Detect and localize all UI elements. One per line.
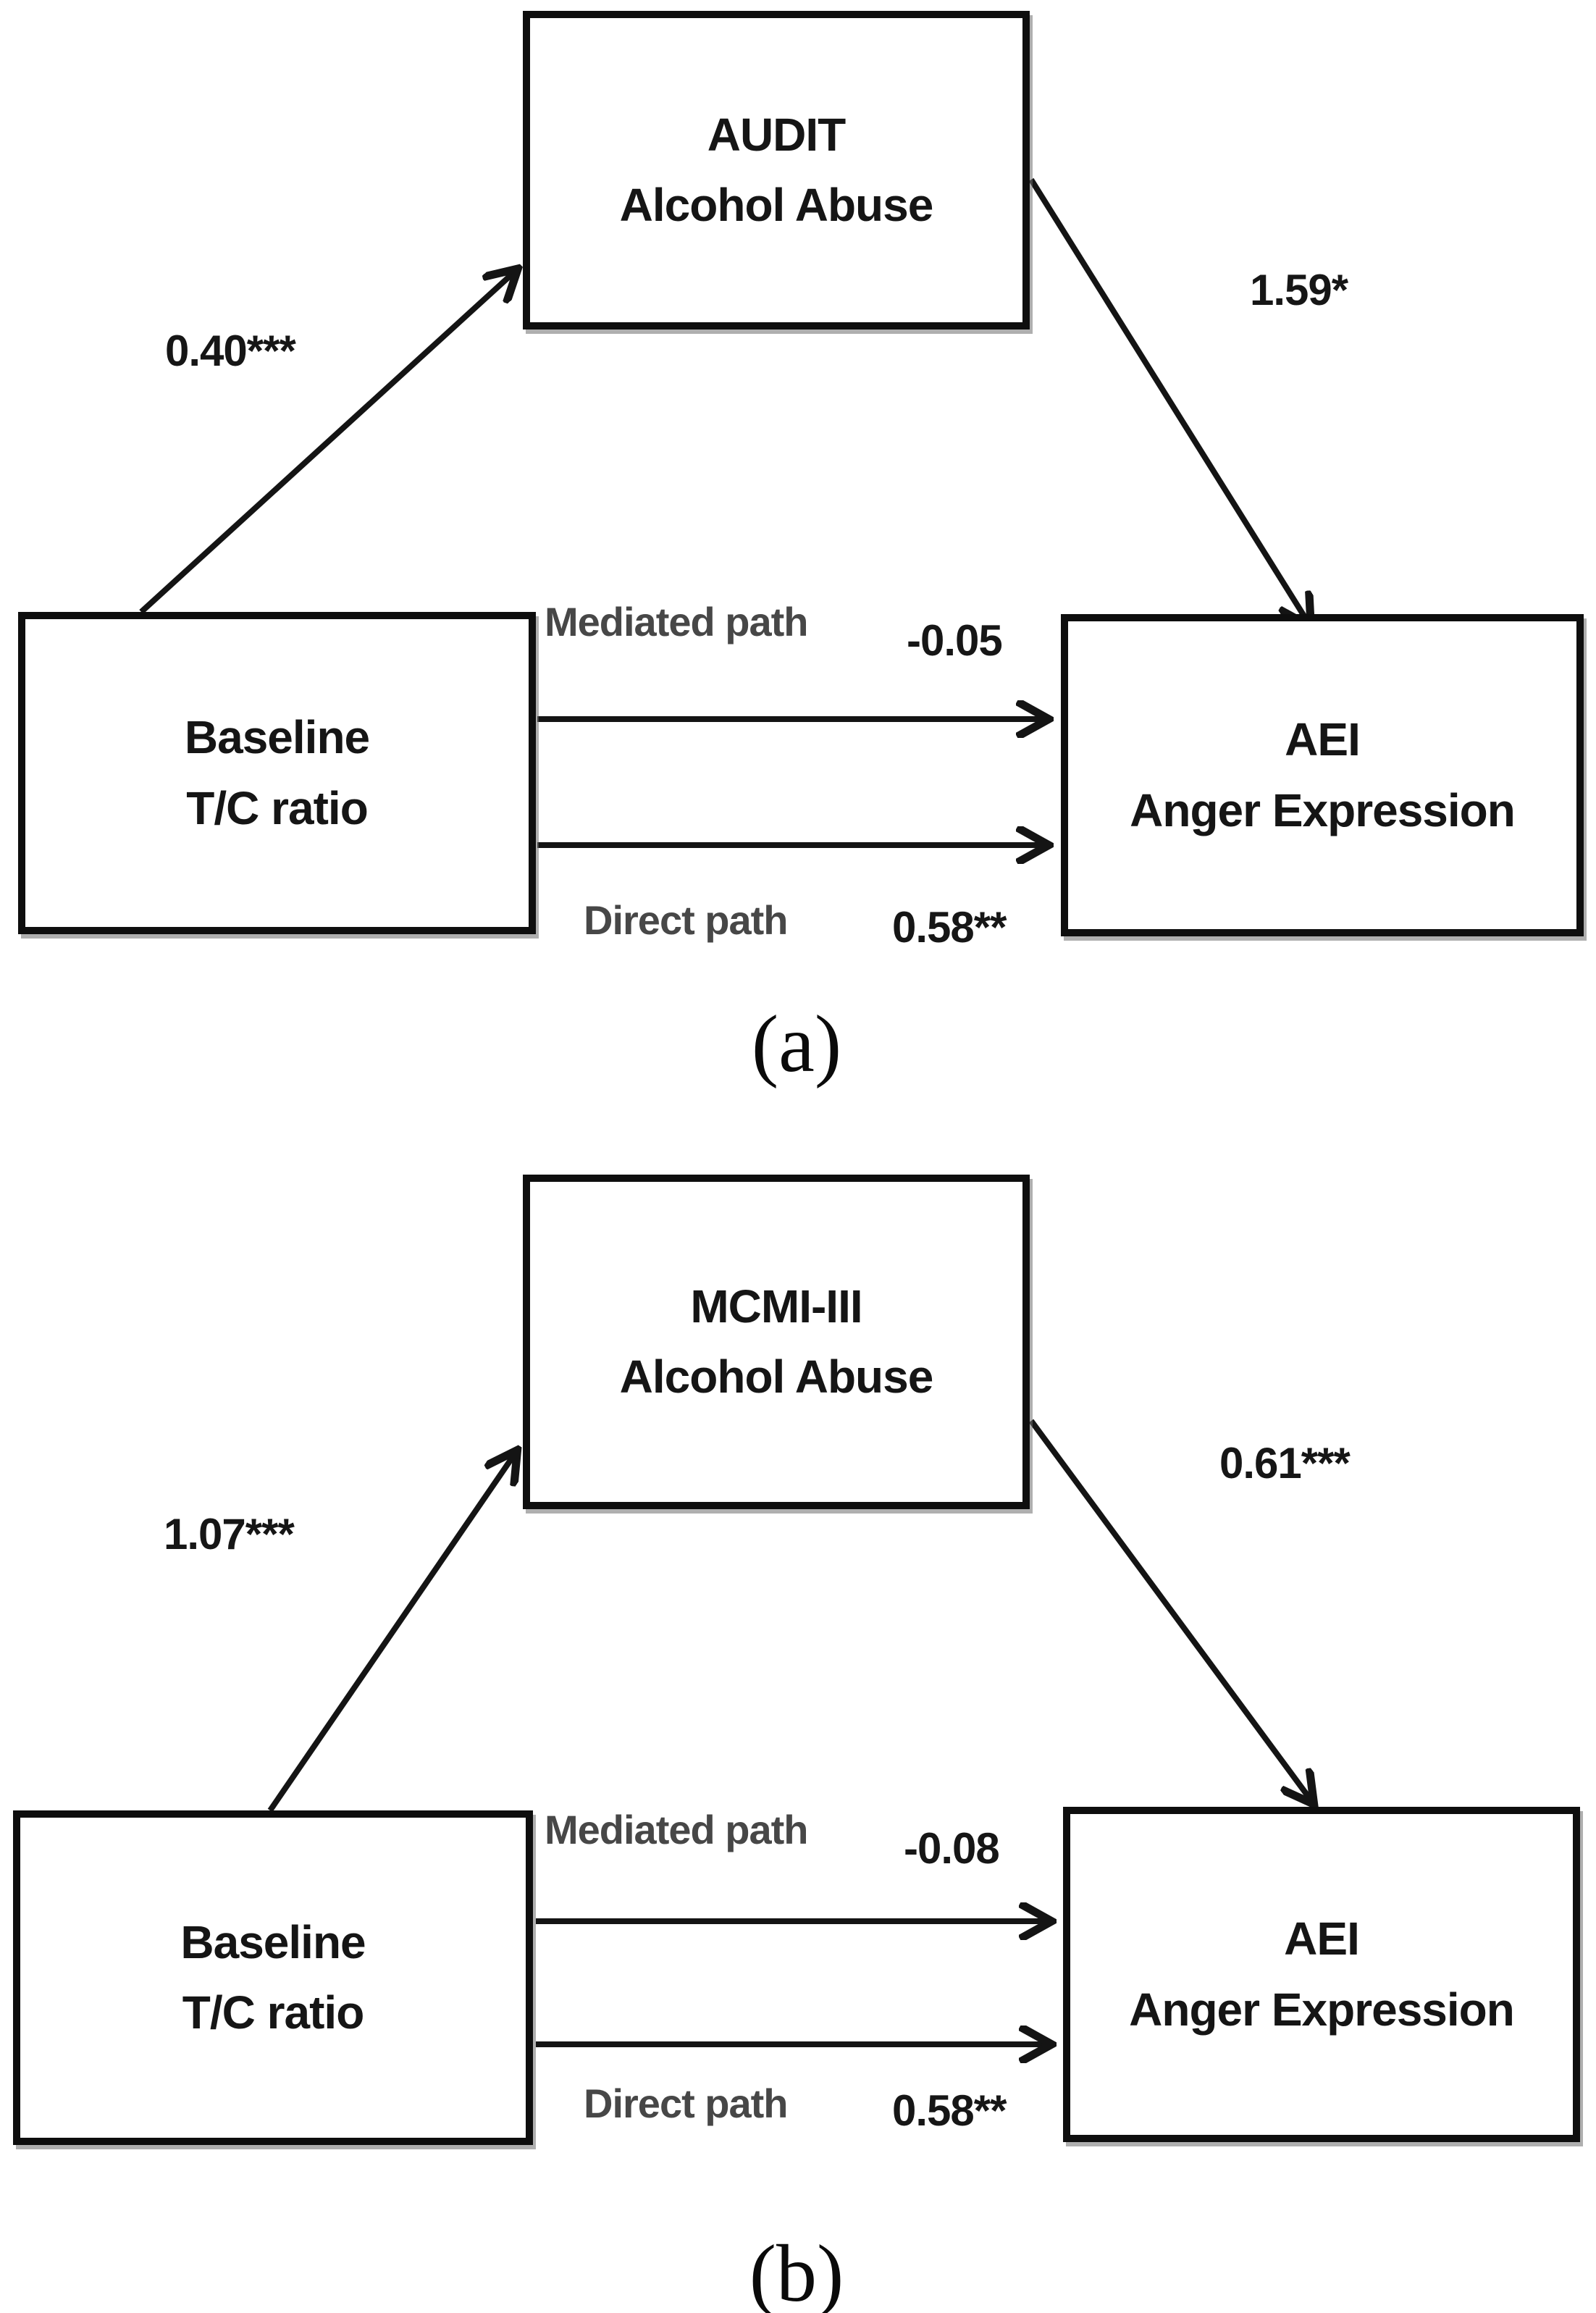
coef-mediator-to-outcome-a: 1.59* bbox=[1250, 266, 1348, 314]
coef-predictor-to-mediator-a: 0.40*** bbox=[165, 327, 296, 375]
outcome-box-a: AEI Anger Expression bbox=[1061, 614, 1584, 936]
arrow-mediator-to-outcome bbox=[1028, 1419, 1312, 1802]
mediated-path-coef-b: -0.08 bbox=[904, 1824, 1000, 1873]
predictor-box-a: Baseline T/C ratio bbox=[18, 612, 536, 934]
outcome-box-b-line1: AEI bbox=[1284, 1913, 1360, 1965]
outcome-box-a-line2: Anger Expression bbox=[1130, 784, 1516, 836]
arrow-predictor-to-mediator bbox=[139, 271, 516, 614]
arrows-panel-b bbox=[267, 1419, 1312, 2044]
predictor-box-b-line1: Baseline bbox=[180, 1915, 366, 1968]
mediator-box-a-line2: Alcohol Abuse bbox=[619, 179, 934, 231]
direct-path-label-b: Direct path bbox=[584, 2081, 788, 2126]
predictor-box-a-line2: T/C ratio bbox=[186, 781, 369, 834]
direct-path-label-a: Direct path bbox=[584, 897, 788, 943]
direct-path-coef-a: 0.58** bbox=[892, 903, 1007, 952]
arrows-panel-a bbox=[139, 177, 1309, 845]
mediator-box-a-line1: AUDIT bbox=[707, 108, 847, 161]
panel-caption-b: (b) bbox=[749, 2229, 844, 2313]
predictor-box-b: Baseline T/C ratio bbox=[13, 1810, 533, 2145]
coef-predictor-to-mediator-b: 1.07*** bbox=[164, 1510, 295, 1558]
direct-path-coef-b: 0.58** bbox=[892, 2086, 1007, 2135]
arrow-mediator-to-outcome bbox=[1028, 177, 1309, 624]
mediated-path-label-b: Mediated path bbox=[545, 1807, 808, 1852]
outcome-box-b-line2: Anger Expression bbox=[1129, 1983, 1515, 2036]
mediated-path-label-a: Mediated path bbox=[545, 599, 808, 645]
outcome-box-a-line1: AEI bbox=[1285, 713, 1361, 766]
mediator-box-b: MCMI-III Alcohol Abuse bbox=[523, 1175, 1030, 1509]
outcome-box-b: AEI Anger Expression bbox=[1063, 1807, 1580, 2142]
predictor-box-b-line2: T/C ratio bbox=[182, 1986, 365, 2039]
mediator-box-a: AUDIT Alcohol Abuse bbox=[523, 11, 1030, 329]
arrow-predictor-to-mediator bbox=[267, 1453, 516, 1813]
predictor-box-a-line1: Baseline bbox=[184, 711, 370, 764]
mediator-box-b-line2: Alcohol Abuse bbox=[619, 1351, 934, 1403]
coef-mediator-to-outcome-b: 0.61*** bbox=[1219, 1439, 1351, 1487]
panel-caption-a: (a) bbox=[751, 999, 842, 1089]
mediator-box-b-line1: MCMI-III bbox=[690, 1280, 862, 1332]
mediated-path-coef-a: -0.05 bbox=[907, 616, 1003, 665]
